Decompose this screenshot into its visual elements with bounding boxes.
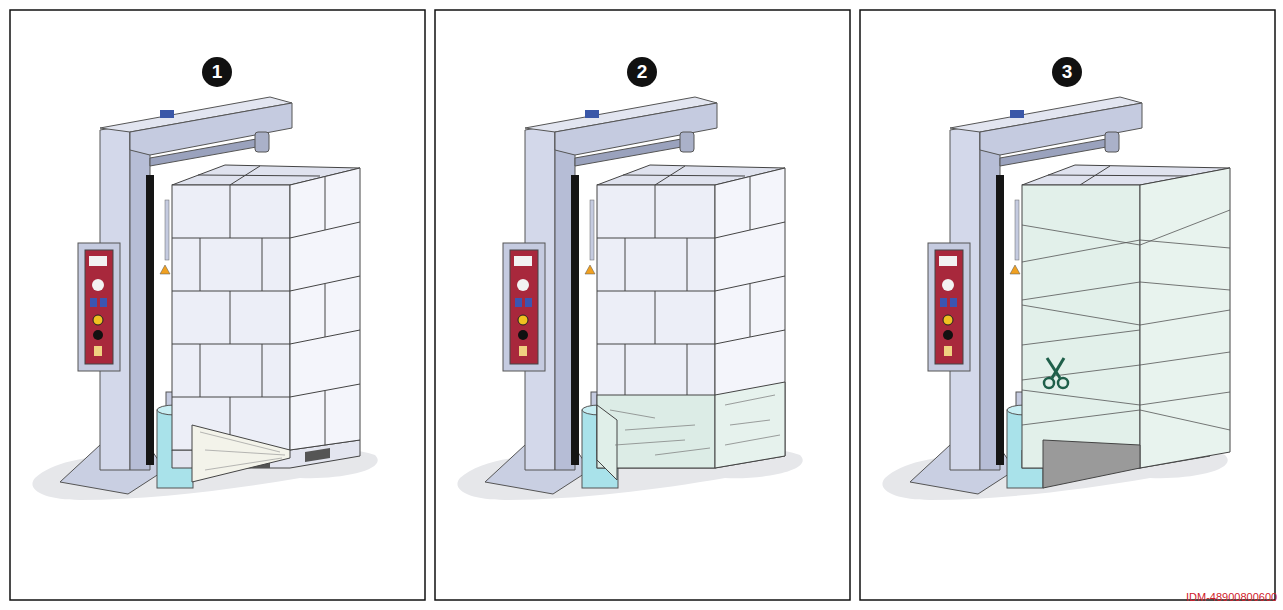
scissors-symbol — [1044, 358, 1068, 388]
scissors-handle — [1058, 378, 1068, 388]
callout-number: 1 — [202, 57, 232, 87]
scissors-blade — [1047, 358, 1060, 378]
wrapped-front — [1022, 185, 1140, 468]
wrapped-side — [1140, 168, 1230, 468]
wrapping-machine — [32, 97, 377, 500]
film-texture — [610, 395, 780, 455]
step-one — [32, 97, 377, 500]
panel-frame — [10, 10, 425, 600]
film-tail — [192, 425, 290, 482]
step-two — [457, 97, 802, 500]
film-tail — [597, 405, 617, 480]
film-tail — [1043, 440, 1140, 488]
callout-number: 3 — [1052, 57, 1082, 87]
film-texture — [200, 432, 285, 470]
wrapping-machine — [457, 97, 802, 500]
panel-frame — [860, 10, 1275, 600]
panel-frame — [435, 10, 850, 600]
film-wraps — [1022, 210, 1230, 430]
brick-load — [172, 165, 360, 450]
callout-number: 2 — [627, 57, 657, 87]
step-three — [882, 97, 1230, 500]
drawing-id: IDM-48900800600 — [1186, 591, 1277, 603]
scissors-handle — [1044, 378, 1054, 388]
